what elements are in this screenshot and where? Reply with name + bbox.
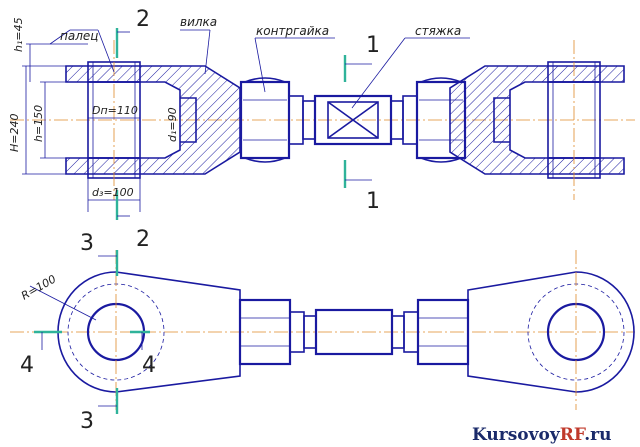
dim-h1: h₁=45	[12, 17, 25, 52]
label-kontrgaika: контргайка	[256, 24, 329, 38]
front-view: палец вилка контргайка стяжка 2 2 1 1 h₁…	[8, 7, 635, 252]
dimension-lines	[22, 29, 470, 212]
section-lines-top	[115, 28, 372, 220]
section-mark-2-top: 2	[136, 7, 150, 32]
watermark-part3: .ru	[584, 425, 611, 445]
left-locknut	[239, 77, 304, 163]
right-eye	[467, 250, 635, 410]
section-lines-bottom	[34, 250, 150, 414]
watermark: KursovoyRF.ru	[472, 425, 611, 445]
section-mark-2-bottom: 2	[136, 227, 150, 252]
left-eye	[57, 250, 241, 410]
dim-H: H=240	[8, 114, 21, 152]
label-palec: палец	[60, 29, 98, 43]
svg-text:KursovoyRF.ru: KursovoyRF.ru	[472, 425, 611, 445]
dim-R: R=100	[19, 272, 58, 302]
section-mark-4-left: 4	[20, 353, 34, 378]
section-mark-1-bottom: 1	[366, 189, 380, 214]
turnbuckle	[302, 94, 404, 146]
radius-leader	[29, 285, 97, 321]
dim-h: h=150	[32, 105, 45, 142]
watermark-part1: Kursovoy	[472, 425, 561, 445]
section-mark-4-right: 4	[142, 353, 156, 378]
section-mark-3-top: 3	[80, 231, 94, 256]
section-mark-3-bottom: 3	[80, 409, 94, 434]
label-styazhka: стяжка	[415, 24, 461, 38]
dim-d1: d₁=90	[166, 107, 179, 142]
section-mark-1-top: 1	[366, 33, 380, 58]
watermark-part2: RF	[560, 425, 586, 445]
right-fork	[449, 40, 625, 200]
top-view: 3 3 4 4 R=100	[10, 231, 635, 434]
dim-Dp: Dп=110	[92, 104, 138, 117]
label-vilka: вилка	[180, 15, 217, 29]
dim-d3: d₃=100	[92, 186, 134, 199]
